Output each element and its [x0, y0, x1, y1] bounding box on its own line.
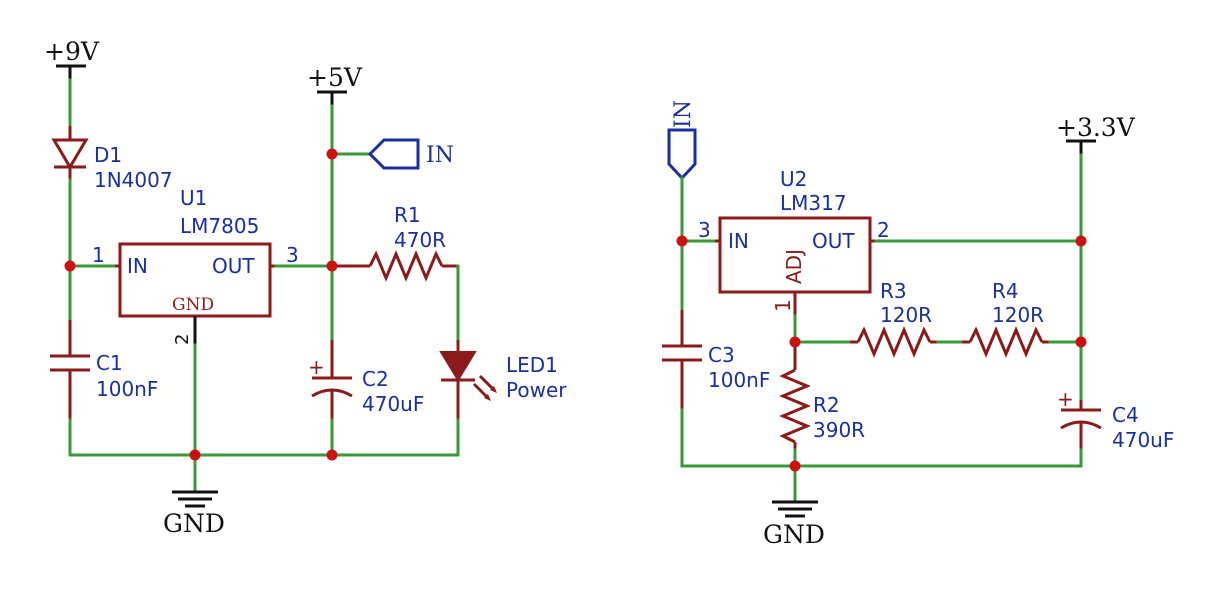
capacitor-c1[interactable]: C1 100nF	[50, 320, 158, 420]
ground-symbol-left: GND	[163, 490, 225, 538]
u2-pin3-number: 3	[698, 218, 711, 242]
u1-pin-gnd: GND	[172, 295, 214, 315]
resistor-r1[interactable]: R1 470R	[332, 203, 458, 282]
junction-dot	[64, 260, 76, 272]
r2-ref: R2	[813, 393, 840, 417]
regulator-u1[interactable]: U1 LM7805 IN OUT GND 1 3 2	[92, 186, 299, 345]
resistor-r4[interactable]: R4 120R	[962, 279, 1050, 358]
junction-dot	[326, 449, 338, 461]
r2-value: 390R	[813, 418, 865, 442]
diode-d1[interactable]: D1 1N4007	[51, 138, 173, 192]
ground-symbol-right: GND	[763, 500, 825, 549]
net-label-in-right: IN	[667, 100, 697, 181]
d1-ref: D1	[94, 143, 122, 167]
u1-pin-out: OUT	[212, 254, 255, 278]
c1-ref: C1	[96, 351, 123, 375]
net-in-left-label: IN	[426, 143, 454, 168]
capacitor-c3[interactable]: C3 100nF	[662, 310, 770, 410]
gnd-right-label: GND	[763, 520, 825, 549]
junction-dot	[189, 449, 201, 461]
junction-dot	[1075, 235, 1087, 247]
power-9v-label: +9V	[44, 37, 100, 66]
r3-ref: R3	[880, 279, 907, 303]
u1-pin-in: IN	[127, 254, 148, 278]
r4-ref: R4	[992, 279, 1019, 303]
net-label-in-left: IN	[367, 138, 454, 170]
resistor-r3[interactable]: R3 120R	[850, 279, 938, 358]
c2-value: 470uF	[362, 392, 424, 416]
u2-pin-out: OUT	[812, 229, 855, 253]
r4-value: 120R	[992, 303, 1044, 327]
c1-value: 100nF	[96, 377, 158, 401]
capacitor-c2[interactable]: + C2 470uF	[308, 340, 424, 420]
power-5v-label: +5V	[307, 63, 363, 92]
junction-dot	[676, 235, 688, 247]
resistor-r2[interactable]: R2 390R	[779, 342, 865, 450]
right-circuit: IN U2 LM317 IN OUT ADJ 3 2 1 +3.3V	[662, 100, 1174, 549]
u2-pin2-number: 2	[877, 218, 890, 242]
c2-ref: C2	[362, 367, 389, 391]
u1-pin3-number: 3	[286, 243, 299, 267]
junction-dot	[789, 336, 801, 348]
c2-plus-sign: +	[308, 355, 325, 379]
junction-dot	[1075, 336, 1087, 348]
power-3v3-symbol: +3.3V	[1056, 113, 1136, 155]
d1-value: 1N4007	[94, 168, 173, 192]
u2-pin-in: IN	[728, 229, 749, 253]
led1-value: Power	[506, 378, 567, 402]
capacitor-c4[interactable]: + C4 470uF	[1057, 387, 1174, 452]
r1-value: 470R	[394, 228, 446, 252]
u1-pin1-number: 1	[92, 243, 105, 267]
junction-dot	[326, 148, 338, 160]
u2-pin1-number: 1	[771, 299, 795, 312]
junction-dot	[326, 260, 338, 272]
power-3v3-label: +3.3V	[1056, 113, 1136, 142]
power-5v-symbol: +5V	[307, 63, 363, 106]
power-9v-symbol: +9V	[44, 37, 100, 80]
u2-pin-adj: ADJ	[782, 249, 806, 284]
c3-value: 100nF	[708, 368, 770, 392]
r3-value: 120R	[880, 303, 932, 327]
regulator-u2[interactable]: U2 LM317 IN OUT ADJ 3 2 1	[698, 167, 890, 316]
u2-ref: U2	[780, 167, 807, 191]
u1-ref: U1	[180, 186, 207, 210]
c4-ref: C4	[1112, 403, 1139, 427]
u1-pin2-number: 2	[172, 334, 193, 345]
r1-ref: R1	[394, 203, 421, 227]
gnd-left-label: GND	[163, 509, 225, 538]
junction-dot	[789, 460, 801, 472]
u2-value: LM317	[780, 191, 847, 215]
net-in-right-label: IN	[671, 100, 696, 128]
c4-plus-sign: +	[1057, 387, 1074, 411]
left-circuit: +9V D1 1N4007 U1 LM7805 IN OUT GND 1 3	[44, 37, 567, 538]
c3-ref: C3	[708, 343, 735, 367]
c4-value: 470uF	[1112, 428, 1174, 452]
led1-ref: LED1	[506, 353, 558, 377]
led-power[interactable]: LED1 Power	[439, 340, 567, 420]
u1-value: LM7805	[180, 214, 259, 238]
